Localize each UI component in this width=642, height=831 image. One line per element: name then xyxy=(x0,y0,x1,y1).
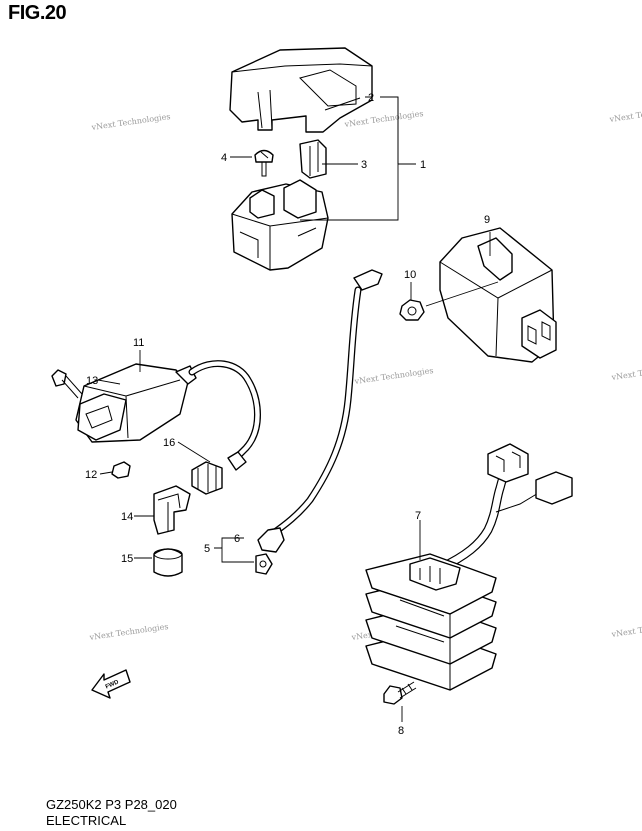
watermark-text: vNext Technologies xyxy=(610,362,642,382)
callout-13: 13 xyxy=(86,375,98,387)
callout-8: 8 xyxy=(398,725,404,737)
nut-part xyxy=(399,299,425,321)
coil-bolt-part xyxy=(51,369,83,399)
plug-cover-part xyxy=(153,548,183,577)
watermark-text: vNext Technologies xyxy=(88,622,169,642)
relay-cover-part xyxy=(229,47,373,133)
regulator-rectifier-part xyxy=(365,443,573,691)
regulator-bolt-part xyxy=(383,681,417,705)
callout-2: 2 xyxy=(368,92,374,104)
forward-direction-arrow-icon: FWD xyxy=(91,669,131,699)
watermark-text: vNext Technologies xyxy=(353,366,434,386)
callout-14: 14 xyxy=(121,511,133,523)
callout-4: 4 xyxy=(221,152,227,164)
callout-3: 3 xyxy=(361,159,367,171)
callout-5: 5 xyxy=(204,543,210,555)
watermark-text: vNext Technologies xyxy=(608,104,642,124)
direction-arrow-label: FWD xyxy=(105,679,121,690)
leader-line xyxy=(177,441,211,463)
callout-15: 15 xyxy=(121,553,133,565)
callout-16: 16 xyxy=(163,437,175,449)
fuse-part xyxy=(299,139,327,179)
ignitor-unit-part xyxy=(439,227,557,363)
ignition-coil-part xyxy=(75,363,197,443)
watermark-text: vNext Technologies xyxy=(343,109,424,129)
callout-1: 1 xyxy=(420,159,426,171)
footer-model-code: GZ250K2 P3 P28_020 xyxy=(46,797,177,812)
callout-6: 6 xyxy=(234,533,240,545)
leader-line xyxy=(322,97,416,165)
callout-7: 7 xyxy=(415,510,421,522)
callout-10: 10 xyxy=(404,269,416,281)
starter-relay-body-part xyxy=(231,179,329,271)
footer-section-name: ELECTRICAL xyxy=(46,813,127,828)
cap-part xyxy=(111,461,131,479)
leader-line xyxy=(425,281,499,307)
high-tension-lead-part xyxy=(188,360,261,471)
ground-cable-part xyxy=(255,269,383,575)
callout-9: 9 xyxy=(484,214,490,226)
seal-part xyxy=(191,461,223,495)
leader-line xyxy=(97,379,121,385)
leader-line xyxy=(214,537,254,563)
relay-screw-part xyxy=(254,149,274,177)
leader-line xyxy=(99,471,113,475)
figure-title: FIG.20 xyxy=(8,2,67,24)
watermark-text: vNext Technologies xyxy=(610,619,642,639)
spark-plug-cap-part xyxy=(153,485,191,535)
callout-11: 11 xyxy=(133,337,144,349)
watermark-text: vNext Technologies xyxy=(90,112,171,132)
callout-12: 12 xyxy=(85,469,97,481)
